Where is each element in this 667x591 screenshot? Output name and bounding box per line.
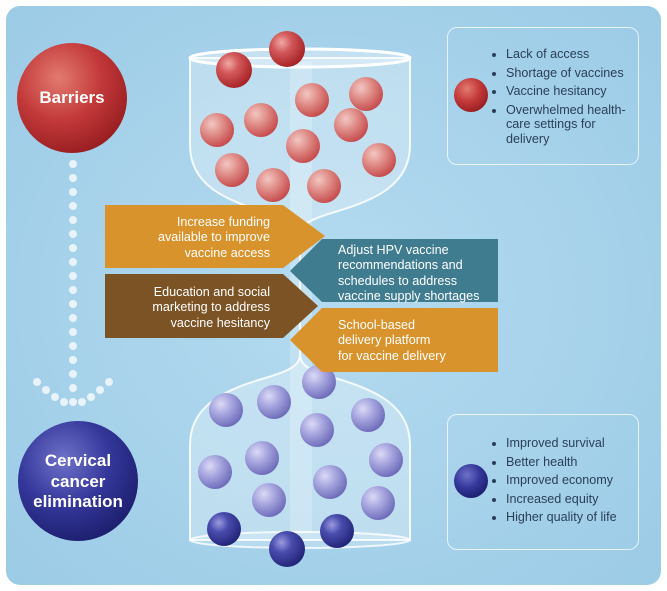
barrier-ball <box>362 143 396 177</box>
strategy-line: Increase funding <box>176 215 270 229</box>
outcome-ball <box>320 514 354 548</box>
strategy-funding-text: Increase funding available to improve va… <box>110 215 270 261</box>
list-item: Vaccine hesitancy <box>490 84 630 99</box>
strategy-arrow-schedules <box>290 239 498 302</box>
barrier-ball <box>269 31 305 67</box>
list-item: Shortage of vaccines <box>490 66 630 81</box>
strategy-line: marketing to address <box>152 300 270 315</box>
list-item: Increased equity <box>490 492 630 507</box>
outcome-ball <box>252 483 286 517</box>
barrier-ball <box>200 113 234 147</box>
strategy-schedules-text: Adjust HPV vaccine recommendations and s… <box>338 243 498 304</box>
barrier-ball <box>215 153 249 187</box>
list-item: Improved survival <box>490 436 630 451</box>
barriers-list-box: Lack of access Shortage of vaccines Vacc… <box>447 27 639 165</box>
strategy-arrow-education <box>105 274 318 338</box>
elimination-title-line: Cervical <box>44 451 112 471</box>
strategy-line: vaccine hesitancy <box>170 315 270 330</box>
outcome-ball <box>207 512 241 546</box>
down-arrow-icon <box>33 160 113 406</box>
outcome-balls <box>198 365 403 567</box>
outcome-ball <box>198 455 232 489</box>
barriers-list: Lack of access Shortage of vaccines Vacc… <box>490 47 630 147</box>
barrier-ball <box>349 77 383 111</box>
elimination-title: Cervical cancer elimination <box>18 446 138 518</box>
outcome-ball <box>245 441 279 475</box>
barriers-title: Barriers <box>17 78 127 118</box>
outcome-ball <box>269 531 305 567</box>
strategy-line: vaccine supply shortages <box>338 289 480 304</box>
list-item: Overwhelmed health-care settings for del… <box>490 103 630 147</box>
elimination-title-line: cancer <box>50 471 106 491</box>
strategy-line: delivery platform <box>338 333 431 348</box>
outcome-ball <box>209 393 243 427</box>
list-item: Higher quality of life <box>490 510 630 525</box>
outcome-ball <box>302 365 336 399</box>
strategy-arrow-school <box>290 308 498 372</box>
elimination-circle <box>18 421 138 541</box>
barriers-title-text: Barriers <box>39 87 105 107</box>
barrier-ball <box>256 168 290 202</box>
elimination-title-line: elimination <box>33 492 123 512</box>
strategy-line: for vaccine delivery <box>338 348 446 363</box>
outcome-ball <box>361 486 395 520</box>
barrier-ball <box>286 129 320 163</box>
strategy-line: Adjust HPV vaccine <box>338 243 449 257</box>
strategy-arrow-funding <box>105 205 325 268</box>
strategy-school-text: School-based delivery platform for vacci… <box>338 318 498 364</box>
outcomes-list-box: Improved survival Better health Improved… <box>447 414 639 550</box>
barrier-ball <box>334 108 368 142</box>
list-item: Improved economy <box>490 473 630 488</box>
list-item: Lack of access <box>490 47 630 62</box>
barrier-ball <box>295 83 329 117</box>
barrier-ball <box>307 169 341 203</box>
strategy-line: Education and social <box>153 285 270 299</box>
strategy-line: schedules to address <box>338 273 458 288</box>
outcome-ball <box>351 398 385 432</box>
barrier-balls <box>200 31 396 203</box>
barrier-legend-ball <box>454 78 488 112</box>
list-item: Better health <box>490 455 630 470</box>
strategy-line: vaccine access <box>184 245 270 260</box>
strategy-line: recommendations and <box>338 258 463 273</box>
strategy-line: School-based <box>338 318 416 332</box>
outcome-ball <box>257 385 291 419</box>
strategy-line: available to improve <box>157 230 270 245</box>
outcome-ball <box>300 413 334 447</box>
barriers-circle <box>17 43 127 153</box>
outcome-legend-ball <box>454 464 488 498</box>
barrier-ball <box>216 52 252 88</box>
outcomes-list: Improved survival Better health Improved… <box>490 436 630 525</box>
strategy-education-text: Education and social marketing to addres… <box>110 285 270 331</box>
barrier-ball <box>244 103 278 137</box>
outcome-ball <box>313 465 347 499</box>
outcome-ball <box>369 443 403 477</box>
